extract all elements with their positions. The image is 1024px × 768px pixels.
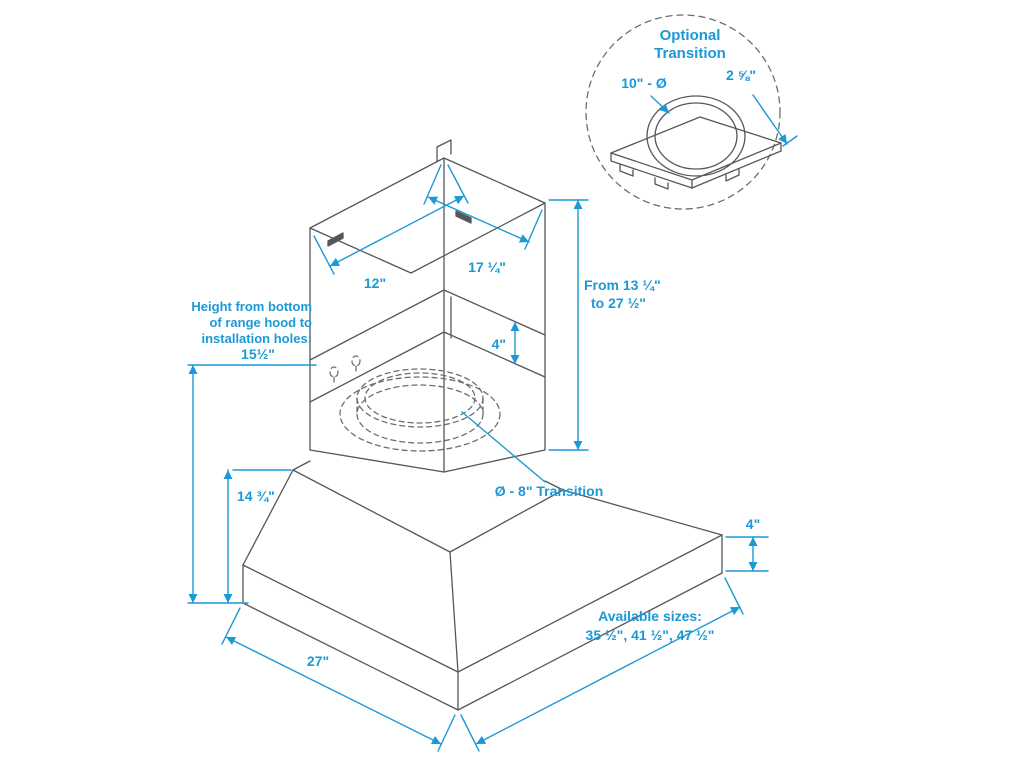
label-install-note-value: 15½" <box>241 346 275 362</box>
dim-available-widths <box>460 577 744 752</box>
label-chimney-height-line2: to 27 ½" <box>591 295 646 311</box>
leader-detail-flange <box>752 94 798 147</box>
label-chimney-left-width: 12" <box>364 275 386 291</box>
label-install-note-line1: Height from bottom <box>191 299 312 314</box>
leader-detail-diameter <box>650 95 670 114</box>
label-chimney-right-depth: 17 ¼" <box>468 259 506 275</box>
hidden-lines <box>329 355 501 452</box>
dim-chimney-height-range <box>548 199 589 451</box>
detail-title-line2: Transition <box>654 45 726 62</box>
mounting-bracket-tab <box>436 139 452 162</box>
transition-collar-inner <box>654 102 738 170</box>
label-install-note-line3: installation holes: <box>201 331 312 346</box>
label-base-depth: 27" <box>307 653 329 669</box>
transition-collar-outer <box>646 95 746 177</box>
label-base-height: 4" <box>746 516 760 532</box>
label-available-sizes: Available sizes: <box>598 608 702 624</box>
telescopic-seam-upper <box>309 289 546 361</box>
dim-base-depth <box>221 607 456 752</box>
detail-callout-circle <box>585 14 781 210</box>
label-available-sizes-values: 35 ½", 41 ½", 47 ½" <box>586 627 715 643</box>
leader-transition-callout <box>461 411 546 483</box>
installation-hole <box>329 366 339 378</box>
dim-install-holes-height <box>187 364 317 604</box>
hood-canopy <box>242 460 723 673</box>
installation-hole <box>351 355 361 367</box>
label-chimney-height-line1: From 13 ¼" <box>584 277 661 293</box>
label-transition-callout: Ø - 8" Transition <box>495 483 604 499</box>
dim-chimney-right-depth <box>423 164 543 250</box>
detail-flange-label: 2 ⅝" <box>726 67 756 83</box>
detail-diameter-label: 10" - Ø <box>621 75 667 91</box>
dim-hood-height <box>223 469 292 604</box>
label-install-note-line2: of range hood to <box>209 315 312 330</box>
label-chimney-section: 4" <box>492 336 506 352</box>
hidden-transition-collar <box>339 368 501 452</box>
label-hood-height: 14 ¾" <box>237 488 275 504</box>
detail-title-line1: Optional <box>660 27 721 44</box>
dim-base-height <box>725 536 769 572</box>
